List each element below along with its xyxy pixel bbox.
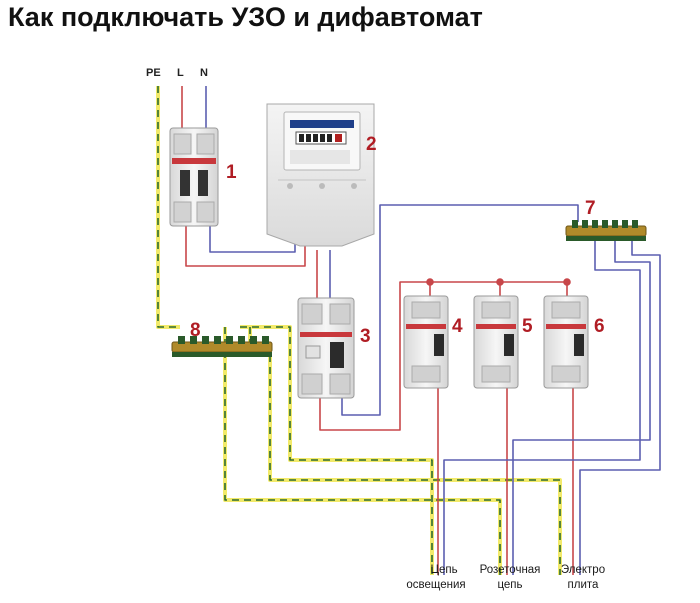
neutral-wires — [205, 86, 661, 575]
label-2: 2 — [366, 134, 377, 155]
neutral-rcd-to-bus7 — [341, 204, 579, 416]
label-7: 7 — [585, 198, 596, 219]
caption-stove-line2: плита — [568, 579, 599, 591]
caption-lighting-line1: Цепь — [430, 564, 457, 576]
page-title: Как подключать УЗО и дифавтомат — [8, 2, 483, 32]
neutral-stove — [579, 240, 661, 575]
caption-stove-line1: Электро — [561, 564, 605, 576]
label-3: 3 — [360, 326, 371, 347]
breaker-stove — [543, 295, 589, 389]
pe-bus-bar — [171, 336, 273, 357]
wire-label-pe: PE — [146, 67, 161, 79]
label-4: 4 — [452, 316, 463, 337]
label-1: 1 — [226, 162, 237, 183]
caption-stove: Электро плита — [561, 564, 605, 591]
caption-socket: Розеточная цепь — [480, 564, 541, 591]
neutral-bus-bar — [565, 220, 647, 241]
phase-wires — [181, 86, 574, 575]
main-breaker — [169, 127, 219, 227]
label-8: 8 — [190, 320, 201, 341]
electricity-meter — [266, 103, 375, 247]
caption-lighting-line2: освещения — [406, 579, 465, 591]
breaker-lighting — [403, 295, 449, 389]
neutral-to-meter — [209, 222, 296, 253]
caption-socket-line1: Розеточная — [480, 564, 541, 576]
phase-to-meter — [185, 222, 306, 267]
label-5: 5 — [522, 316, 533, 337]
label-6: 6 — [594, 316, 605, 337]
wire-label-l: L — [177, 67, 184, 79]
neutral-socket — [512, 240, 651, 575]
neutral-lighting — [443, 240, 641, 575]
caption-socket-line2: цепь — [497, 579, 522, 591]
breaker-socket — [473, 295, 519, 389]
caption-lighting: Цепь освещения — [406, 564, 465, 591]
wire-label-n: N — [200, 67, 208, 79]
rcd-device — [297, 297, 355, 399]
